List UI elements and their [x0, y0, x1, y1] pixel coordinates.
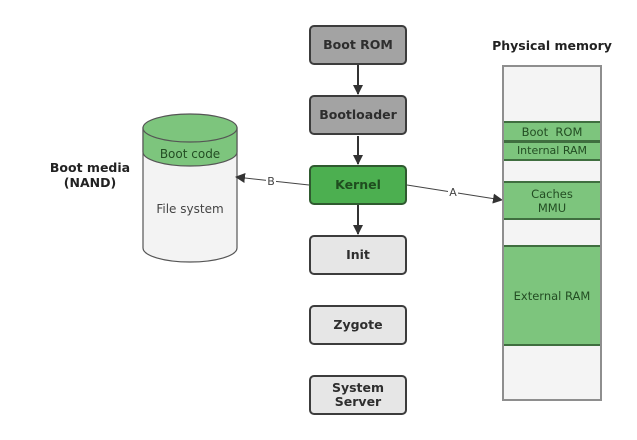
boot-rom-label: Boot ROM: [323, 37, 393, 52]
boot-code-label: Boot code: [159, 147, 221, 161]
memory-segment-external-ram: External RAM: [504, 245, 600, 346]
init-label: Init: [346, 247, 370, 262]
memory-segment-mmu-label: MMU: [537, 200, 567, 215]
boot-rom-box: Boot ROM: [309, 25, 407, 65]
memory-segment-internal-ram: Internal RAM: [504, 141, 600, 161]
edge-label-b: B: [267, 175, 275, 188]
zygote-label: Zygote: [333, 317, 383, 332]
physical-memory-column: Boot ROM Internal RAM Caches MMU Externa…: [502, 65, 602, 401]
physical-memory-title: Physical memory: [492, 38, 612, 53]
memory-segment-boot-rom: Boot ROM: [504, 121, 600, 142]
boot-media-title-line2: (NAND): [63, 175, 117, 190]
init-box: Init: [309, 235, 407, 275]
boot-media-title: Boot media (NAND): [40, 160, 140, 190]
kernel-box: Kernel: [309, 165, 407, 205]
bootloader-label: Bootloader: [319, 107, 397, 122]
memory-segment-caches-label: Caches: [531, 186, 573, 201]
memory-segment-caches-mmu: Caches MMU: [504, 181, 600, 220]
system-server-box: System Server: [309, 375, 407, 415]
memory-segment-external-ram-label: External RAM: [513, 288, 591, 303]
bootloader-box: Bootloader: [309, 95, 407, 135]
boot-media-cylinder: [142, 113, 238, 263]
memory-segment-internal-ram-label: Internal RAM: [516, 144, 588, 157]
edge-label-a: A: [449, 186, 457, 199]
file-system-label: File system: [156, 202, 224, 216]
memory-segment-boot-rom-label: Boot ROM: [521, 124, 583, 139]
kernel-label: Kernel: [335, 177, 381, 192]
zygote-box: Zygote: [309, 305, 407, 345]
boot-media-title-line1: Boot media: [49, 160, 131, 175]
system-server-label: System Server: [331, 380, 385, 409]
